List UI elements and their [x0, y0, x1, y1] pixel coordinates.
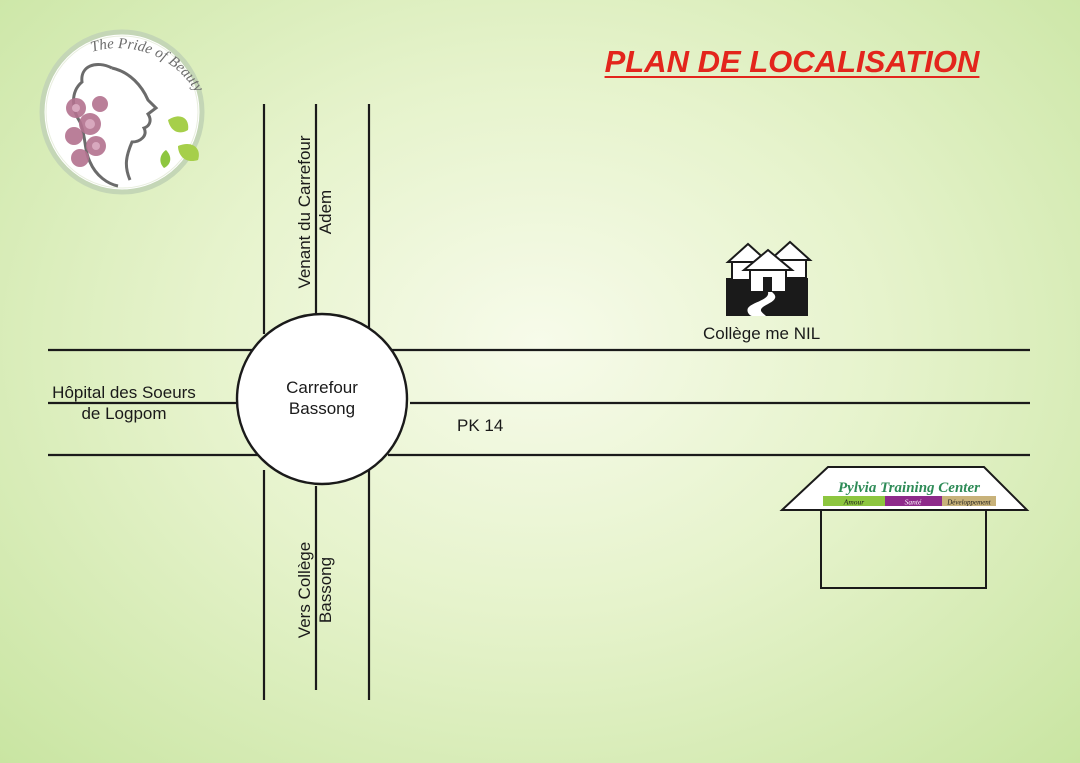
house-outline-icon: Pylvia Training Center Amour Santé Dével…	[779, 466, 1030, 589]
tag-amour: Amour	[843, 498, 864, 507]
north-road-label-line1: Venant du Carrefour	[295, 135, 314, 289]
north-road-label: Venant du Carrefour Adem	[294, 122, 338, 302]
south-road-label: Vers Collège Bassong	[294, 520, 338, 660]
tag-sante-band	[885, 496, 942, 506]
tag-amour-band	[823, 496, 885, 506]
roads	[48, 104, 1030, 700]
roundabout-label-line1: Carrefour	[286, 378, 358, 397]
west-destination-line2: de Logpom	[81, 404, 167, 423]
south-road-label-line2: Bassong	[316, 556, 335, 624]
woman-profile-logo-icon: The Pride of Beauty	[39, 29, 207, 195]
tag-developpement: Développement	[946, 499, 992, 507]
map-title: PLAN DE LOCALISATION	[604, 44, 980, 79]
houses-icon	[725, 240, 813, 316]
roundabout-circle	[235, 312, 409, 486]
east-road-label: PK 14	[457, 416, 504, 435]
roundabout-label: Carrefour Bassong	[262, 377, 382, 419]
north-road-label-line2: Adem	[316, 189, 335, 235]
west-destination-label: Hôpital des Soeurs de Logpom	[30, 382, 218, 424]
west-destination-line1: Hôpital des Soeurs	[52, 383, 196, 402]
college-label: Collège me NIL	[703, 324, 821, 343]
roundabout-label-line2: Bassong	[288, 399, 356, 418]
tag-sante: Santé	[905, 498, 922, 507]
tag-dev-band	[942, 496, 996, 506]
training-center-name: Pylvia Training Center	[838, 480, 980, 496]
south-road-label-line1: Vers Collège	[295, 541, 314, 639]
